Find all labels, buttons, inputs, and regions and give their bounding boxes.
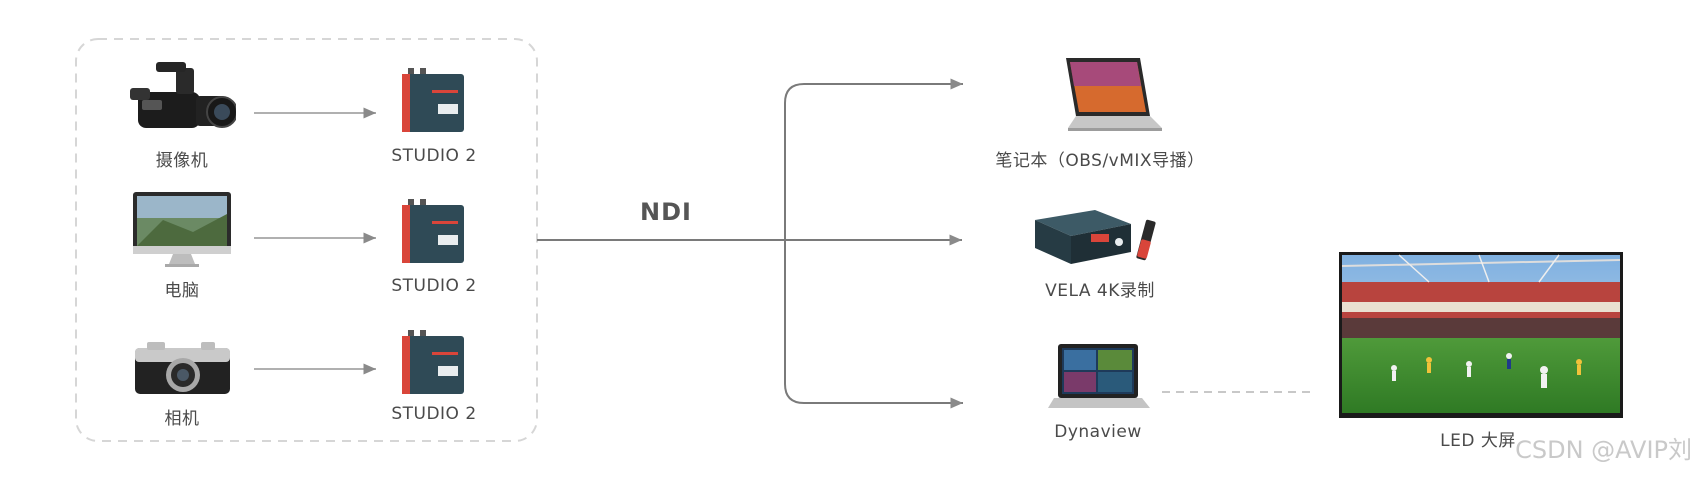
source-label-imac: 电脑 bbox=[164, 281, 200, 301]
studio2-device-icon bbox=[402, 330, 464, 394]
laptop-icon bbox=[1066, 58, 1162, 131]
output-label-laptop: 笔记本（OBS/vMIX导播） bbox=[995, 151, 1205, 171]
ndi-branch-bottom bbox=[784, 240, 963, 409]
camcorder-icon bbox=[130, 62, 236, 128]
display-label-led: LED 大屏 bbox=[1440, 431, 1516, 451]
studio2-device-icon bbox=[402, 199, 464, 263]
device-label-studio2-1: STUDIO 2 bbox=[391, 146, 477, 166]
device-label-studio2-2: STUDIO 2 bbox=[391, 276, 477, 296]
output-label-recorder: VELA 4K录制 bbox=[1045, 281, 1155, 301]
source-label-camcorder: 摄像机 bbox=[155, 151, 209, 171]
studio2-device-icon bbox=[402, 68, 464, 132]
led-screen-icon bbox=[1339, 252, 1623, 418]
ndi-link-label: NDI bbox=[640, 198, 692, 226]
recorder-icon bbox=[1035, 210, 1156, 264]
source-label-camera: 相机 bbox=[164, 409, 200, 429]
output-label-dynaview: Dynaview bbox=[1054, 422, 1142, 442]
ndi-branch-top bbox=[784, 78, 963, 240]
imac-icon bbox=[133, 192, 231, 267]
camera-icon bbox=[135, 342, 230, 394]
watermark-text: CSDN @AVIP刘 bbox=[1515, 436, 1692, 464]
device-label-studio2-3: STUDIO 2 bbox=[391, 404, 477, 424]
dynaview-laptop-icon bbox=[1048, 344, 1150, 408]
